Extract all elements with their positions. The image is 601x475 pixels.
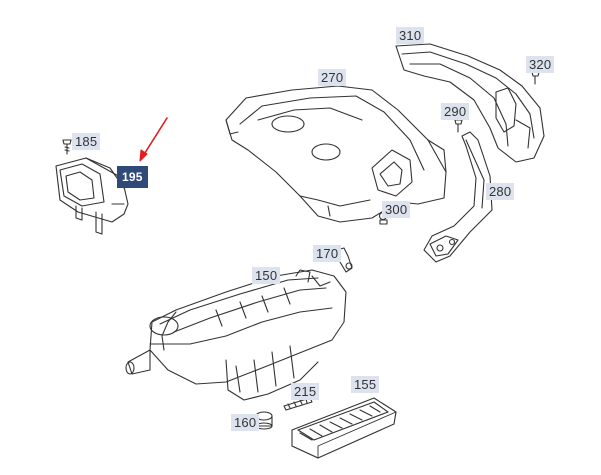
part-270-engine-cover [225,85,447,223]
part-320-screw [531,71,540,85]
callout-215[interactable]: 215 [291,383,320,400]
highlight-arrow [139,117,168,162]
callout-185[interactable]: 185 [72,133,101,150]
callout-155[interactable]: 155 [351,376,380,393]
part-215-seal [283,397,313,411]
callout-300[interactable]: 300 [382,201,411,218]
callout-160[interactable]: 160 [231,414,260,431]
part-150-filter-housing [125,269,347,401]
callout-310[interactable]: 310 [396,27,425,44]
part-170-sensor [335,247,353,273]
callout-170[interactable]: 170 [313,245,342,262]
callout-150[interactable]: 150 [252,267,281,284]
part-290-screw [454,119,463,133]
part-155-filter-element [291,397,397,459]
callout-195-highlighted[interactable]: 195 [117,166,148,188]
part-280-bracket [423,131,493,263]
callout-270[interactable]: 270 [318,69,347,86]
callout-320[interactable]: 320 [526,56,555,73]
callout-290[interactable]: 290 [441,103,470,120]
callout-280[interactable]: 280 [486,183,515,200]
part-310-shield [395,43,545,163]
